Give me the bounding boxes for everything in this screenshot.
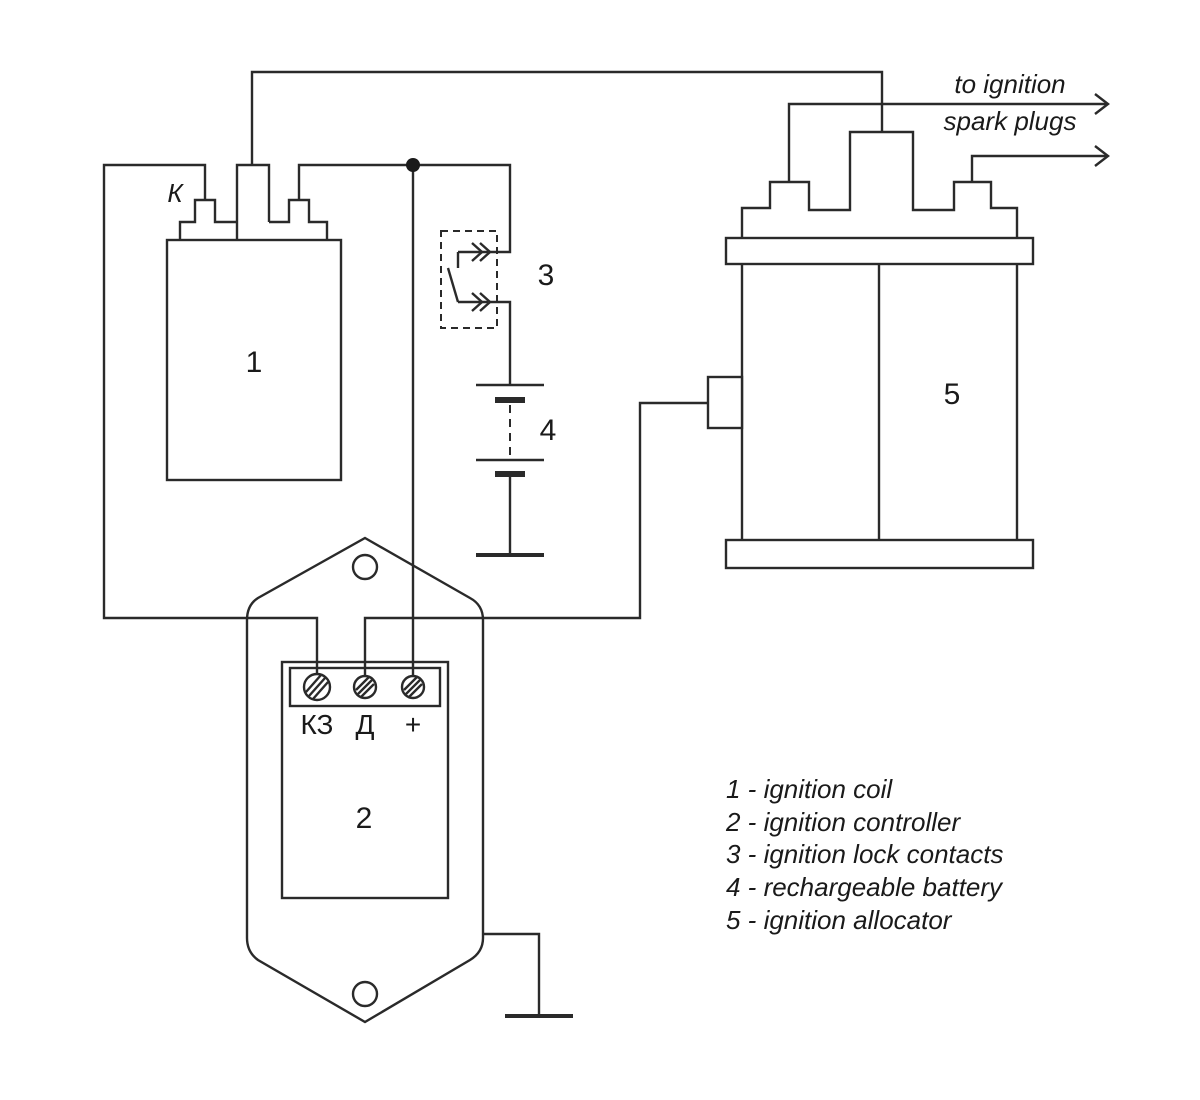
allocator-sensor-connector xyxy=(706,375,744,430)
coil-terminal-k-label: К xyxy=(167,178,184,208)
allocator-base xyxy=(724,538,1035,570)
ignition-controller: КЗ Д + 2 xyxy=(245,536,485,1024)
junction-node xyxy=(406,158,420,172)
lock-number: 3 xyxy=(538,259,555,292)
wire-d-to-sensor xyxy=(363,401,708,676)
spark-arrow-2 xyxy=(1094,145,1110,167)
legend-item: 4 - rechargeable battery xyxy=(726,872,1004,902)
wire-coil-plus-to-lock xyxy=(297,163,512,254)
lock-switch-lever xyxy=(446,267,460,303)
allocator-cap-rim xyxy=(724,236,1035,266)
coil-center-tower xyxy=(235,163,271,240)
wires xyxy=(102,70,1110,1016)
mount-hole-top xyxy=(351,553,379,581)
wire-spark-plug-1 xyxy=(787,102,1107,182)
legend-item: 3 - ignition lock contacts xyxy=(726,839,1003,869)
wire-controller-to-ground xyxy=(483,932,541,1016)
legend-item: 1 - ignition coil xyxy=(726,774,893,804)
allocator-number: 5 xyxy=(944,378,961,411)
terminal-screw-plus xyxy=(400,674,426,700)
terminal-label-plus: + xyxy=(405,709,421,740)
coil-terminal-k xyxy=(178,198,237,240)
legend: 1 - ignition coil 2 - ignition controlle… xyxy=(725,774,1004,935)
lock-dashed-enclosure xyxy=(440,230,498,329)
coil-terminal-plus xyxy=(269,198,329,240)
terminal-screw-d xyxy=(352,674,378,700)
spark-arrow-1 xyxy=(1094,93,1110,115)
mount-hole-bottom xyxy=(351,980,379,1008)
terminal-label-d: Д xyxy=(356,709,375,740)
coil-body xyxy=(165,238,343,482)
legend-item: 2 - ignition controller xyxy=(725,807,961,837)
controller-number: 2 xyxy=(356,802,373,835)
spark-label-line1: to ignition xyxy=(954,69,1065,99)
terminal-screw-kz xyxy=(302,672,332,702)
wire-lock-to-battery xyxy=(490,300,512,385)
wire-coil-k-to-kz xyxy=(102,163,319,674)
wire-hv-coil-to-allocator xyxy=(250,70,884,165)
battery-number: 4 xyxy=(540,414,557,447)
coil-number: 1 xyxy=(246,346,263,379)
wire-spark-plug-2 xyxy=(970,154,1107,182)
legend-item: 5 - ignition allocator xyxy=(726,905,953,935)
ignition-coil: 1 К xyxy=(165,163,343,482)
rechargeable-battery: 4 xyxy=(476,383,557,477)
terminal-label-kz: КЗ xyxy=(301,709,334,740)
spark-label-line2: spark plugs xyxy=(944,106,1077,136)
allocator-cap-top xyxy=(740,130,1019,238)
ignition-allocator: 5 xyxy=(706,130,1035,570)
ignition-lock-contacts: 3 xyxy=(440,230,555,329)
